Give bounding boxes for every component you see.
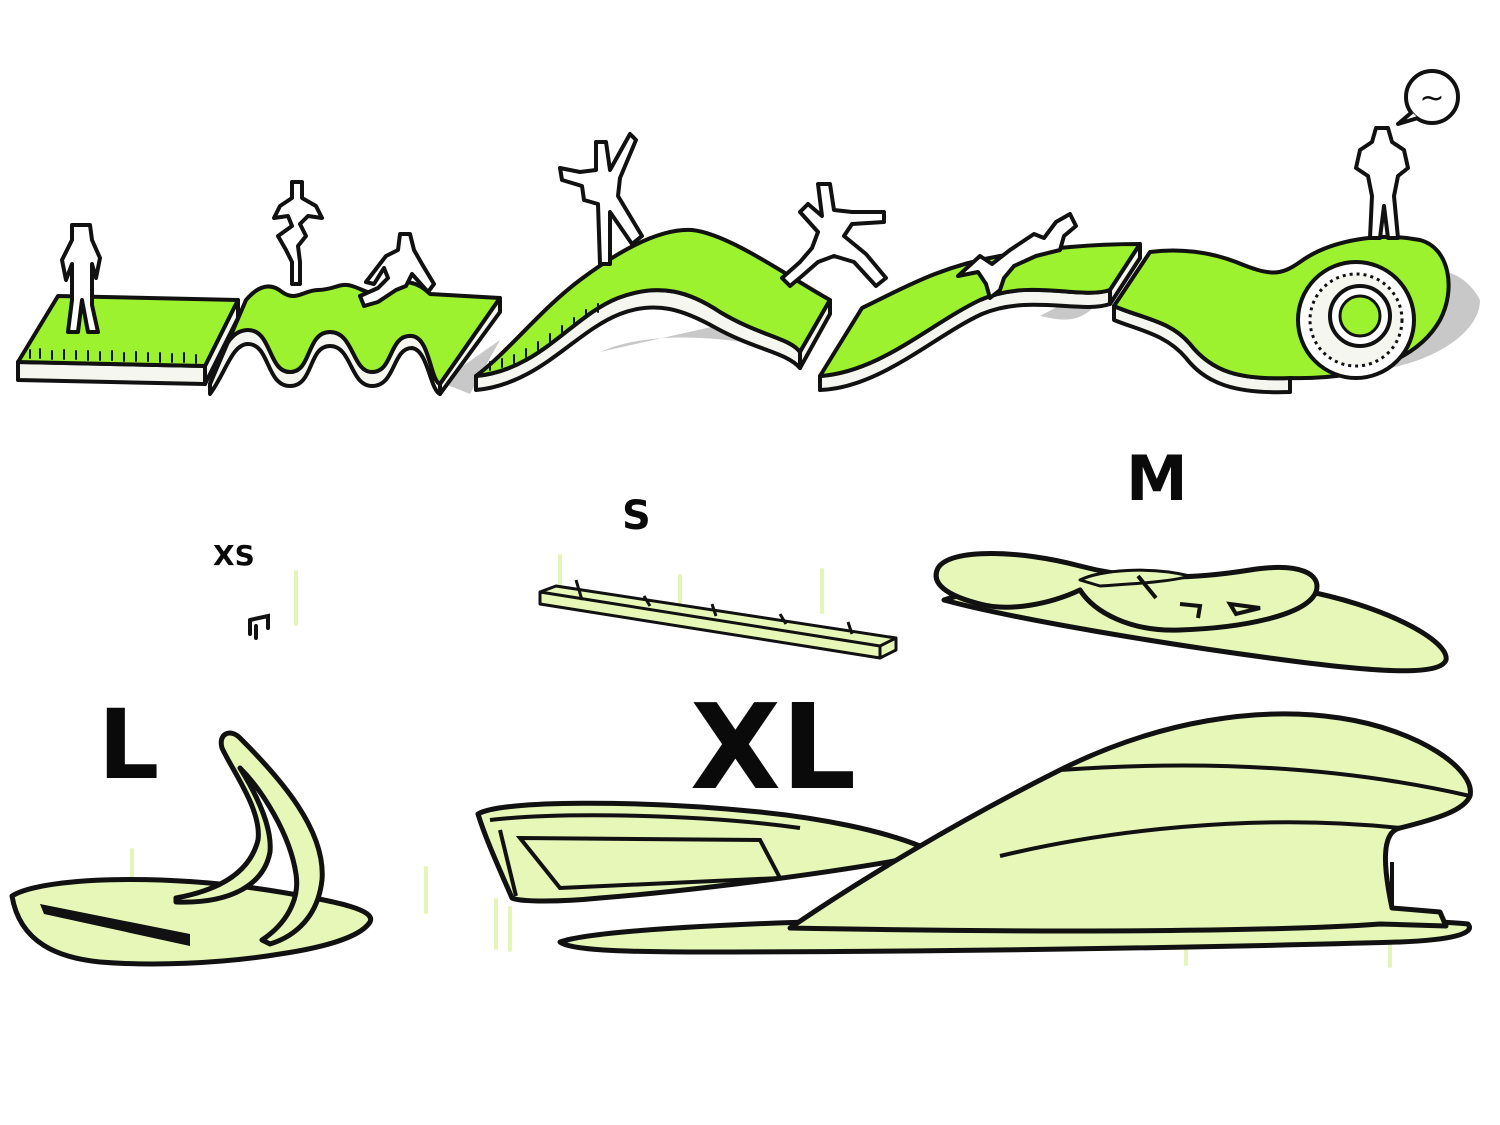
m-label: M bbox=[1126, 442, 1188, 515]
dancing-person-figure bbox=[558, 132, 644, 266]
standing-person-figure bbox=[60, 223, 102, 334]
xs-label: XS bbox=[213, 539, 255, 572]
yoga-pose-figure bbox=[272, 180, 324, 286]
l-form-group: L bbox=[9, 689, 374, 967]
xl-form-wing-left bbox=[475, 800, 923, 904]
l-form-base bbox=[9, 877, 374, 967]
s-form-group: S bbox=[538, 493, 898, 660]
flat-slab-segment bbox=[16, 223, 240, 386]
speech-bubble-text: ~ bbox=[1419, 81, 1444, 116]
sitting-person-figure bbox=[358, 232, 436, 308]
ripple-segment bbox=[208, 180, 502, 396]
m-form-top bbox=[933, 551, 1320, 633]
roll-segment: ~ bbox=[1112, 69, 1480, 395]
xl-label: XL bbox=[690, 678, 856, 816]
grass-carpet-strip: ~ bbox=[16, 69, 1480, 396]
scale-forms: XS S M L XL bbox=[9, 442, 1473, 968]
l-form-arch bbox=[173, 730, 325, 947]
standing-on-roll-figure bbox=[1354, 126, 1410, 240]
reclining-person-figure bbox=[956, 212, 1078, 300]
speech-bubble: ~ bbox=[1396, 69, 1460, 126]
s-label: S bbox=[622, 493, 651, 539]
m-form-group: M bbox=[933, 442, 1449, 674]
xs-form-group: XS bbox=[213, 539, 270, 640]
l-label: L bbox=[98, 689, 159, 801]
xs-form bbox=[248, 613, 270, 640]
hill-segment bbox=[474, 132, 832, 392]
slope-segment bbox=[818, 212, 1142, 392]
s-form-bench bbox=[538, 584, 898, 660]
xl-form-dome bbox=[787, 711, 1473, 934]
xl-form-group: XL bbox=[475, 678, 1473, 955]
ghost-figures bbox=[130, 554, 1392, 968]
jumping-person-figure bbox=[780, 182, 888, 288]
